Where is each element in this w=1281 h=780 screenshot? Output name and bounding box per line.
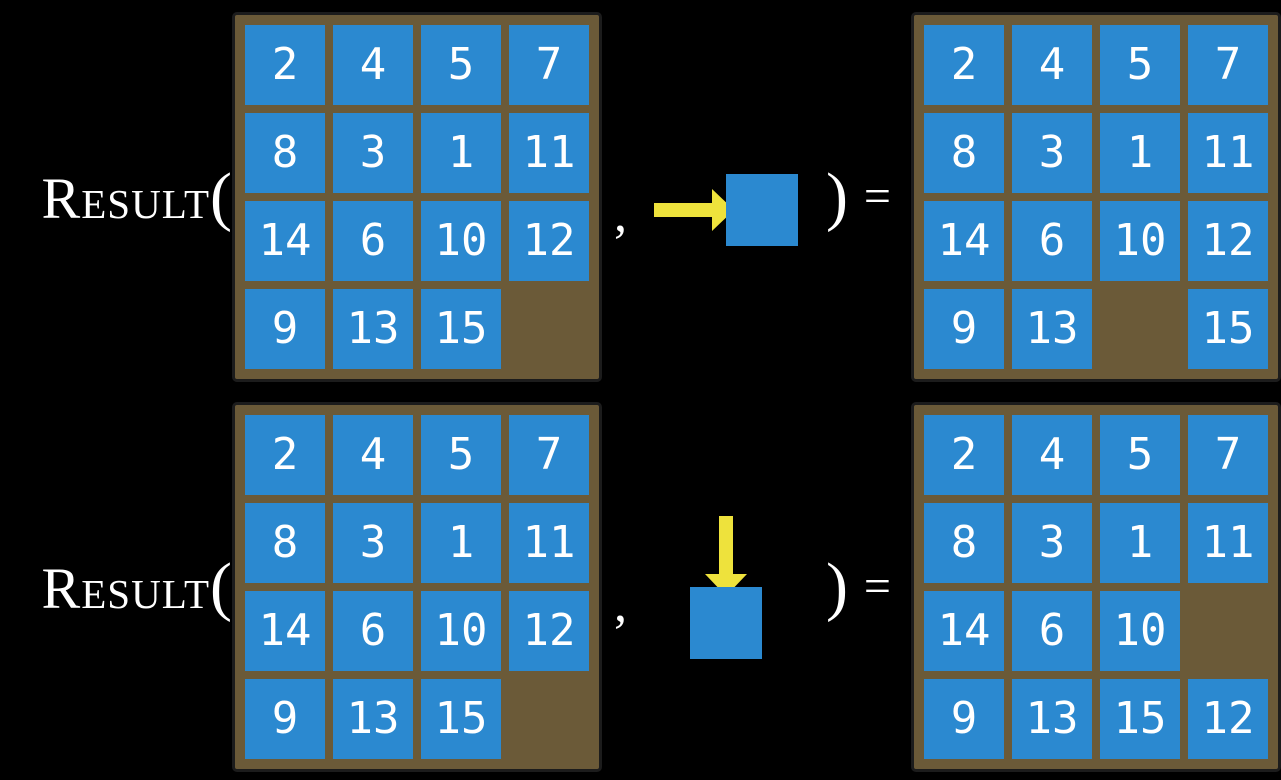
puzzle-tile-14: 14 (924, 591, 1004, 671)
puzzle-tile-5: 5 (421, 415, 501, 495)
puzzle-tile-10: 10 (1100, 591, 1180, 671)
puzzle-tile-10: 10 (421, 201, 501, 281)
closing-group: ) = (826, 164, 891, 230)
puzzle-tile-7: 7 (509, 415, 589, 495)
puzzle-tile-9: 9 (924, 289, 1004, 369)
puzzle-tile-3: 3 (333, 113, 413, 193)
action-move-down (690, 515, 763, 659)
puzzle-tile-15: 15 (421, 679, 501, 759)
function-label: Result ( (0, 554, 232, 620)
function-name: Result (41, 556, 211, 621)
puzzle-tile-13: 13 (333, 289, 413, 369)
puzzle-tile-15: 15 (421, 289, 501, 369)
puzzle-tile-8: 8 (924, 113, 1004, 193)
equation-middle: , ) = (602, 402, 911, 772)
empty-cell (1188, 591, 1268, 671)
puzzle-tile-10: 10 (1100, 201, 1180, 281)
puzzle-tile-6: 6 (1012, 201, 1092, 281)
puzzle-tile-8: 8 (245, 503, 325, 583)
puzzle-tile-4: 4 (1012, 415, 1092, 495)
puzzle-tile-12: 12 (1188, 201, 1268, 281)
puzzle-tile-5: 5 (1100, 415, 1180, 495)
puzzle-tile-4: 4 (333, 415, 413, 495)
puzzle-tile-8: 8 (245, 113, 325, 193)
function-name: Result (41, 166, 211, 231)
close-paren: ) (825, 160, 848, 233)
puzzle-tile-5: 5 (421, 25, 501, 105)
puzzle-tile-13: 13 (333, 679, 413, 759)
puzzle-tile-13: 13 (1012, 289, 1092, 369)
puzzle-tile-2: 2 (245, 25, 325, 105)
puzzle-tile-11: 11 (1188, 113, 1268, 193)
puzzle-tile-14: 14 (245, 201, 325, 281)
empty-cell (509, 289, 589, 369)
puzzle-tile-2: 2 (924, 415, 1004, 495)
puzzle-tile-1: 1 (421, 113, 501, 193)
puzzle-tile-14: 14 (924, 201, 1004, 281)
puzzle-tile-12: 12 (509, 591, 589, 671)
comma: , (614, 186, 627, 243)
action-tile-square (726, 174, 799, 246)
puzzle-tile-15: 15 (1100, 679, 1180, 759)
puzzle-tile-15: 15 (1188, 289, 1268, 369)
puzzle-tile-1: 1 (421, 503, 501, 583)
puzzle-tile-12: 12 (509, 201, 589, 281)
puzzle-tile-8: 8 (924, 503, 1004, 583)
puzzle-tile-14: 14 (245, 591, 325, 671)
equals-sign: = (863, 170, 891, 223)
puzzle-tile-4: 4 (1012, 25, 1092, 105)
closing-group: ) = (826, 554, 891, 620)
puzzle-tile-11: 11 (509, 503, 589, 583)
puzzle-tile-6: 6 (333, 201, 413, 281)
puzzle-tile-2: 2 (245, 415, 325, 495)
puzzle-tile-6: 6 (1012, 591, 1092, 671)
puzzle-tile-2: 2 (924, 25, 1004, 105)
puzzle-tile-13: 13 (1012, 679, 1092, 759)
puzzle-tile-12: 12 (1188, 679, 1268, 759)
arrow-right-icon (654, 189, 735, 231)
puzzle-tile-10: 10 (421, 591, 501, 671)
puzzle-tile-7: 7 (509, 25, 589, 105)
open-paren: ( (210, 160, 232, 233)
arrow-down-icon (705, 515, 748, 596)
puzzle-tile-3: 3 (333, 503, 413, 583)
puzzle-tile-1: 1 (1100, 113, 1180, 193)
puzzle-tile-11: 11 (1188, 503, 1268, 583)
close-paren: ) (825, 550, 848, 623)
puzzle-tile-9: 9 (245, 679, 325, 759)
puzzle-tile-3: 3 (1012, 113, 1092, 193)
puzzle-tile-6: 6 (333, 591, 413, 671)
action-tile-square (690, 586, 763, 659)
comma: , (614, 576, 627, 633)
puzzle-tile-1: 1 (1100, 503, 1180, 583)
action-move-right (654, 174, 799, 246)
open-paren: ( (210, 550, 232, 623)
puzzle-tile-4: 4 (333, 25, 413, 105)
empty-cell (1100, 289, 1180, 369)
puzzle-tile-11: 11 (509, 113, 589, 193)
empty-cell (509, 679, 589, 759)
equals-sign: = (863, 560, 891, 613)
function-label: Result ( (0, 164, 232, 230)
puzzle-tile-7: 7 (1188, 25, 1268, 105)
puzzle-tile-9: 9 (245, 289, 325, 369)
equation-middle: , ) = (602, 12, 911, 382)
puzzle-tile-9: 9 (924, 679, 1004, 759)
puzzle-tile-3: 3 (1012, 503, 1092, 583)
puzzle-tile-5: 5 (1100, 25, 1180, 105)
puzzle-tile-7: 7 (1188, 415, 1268, 495)
